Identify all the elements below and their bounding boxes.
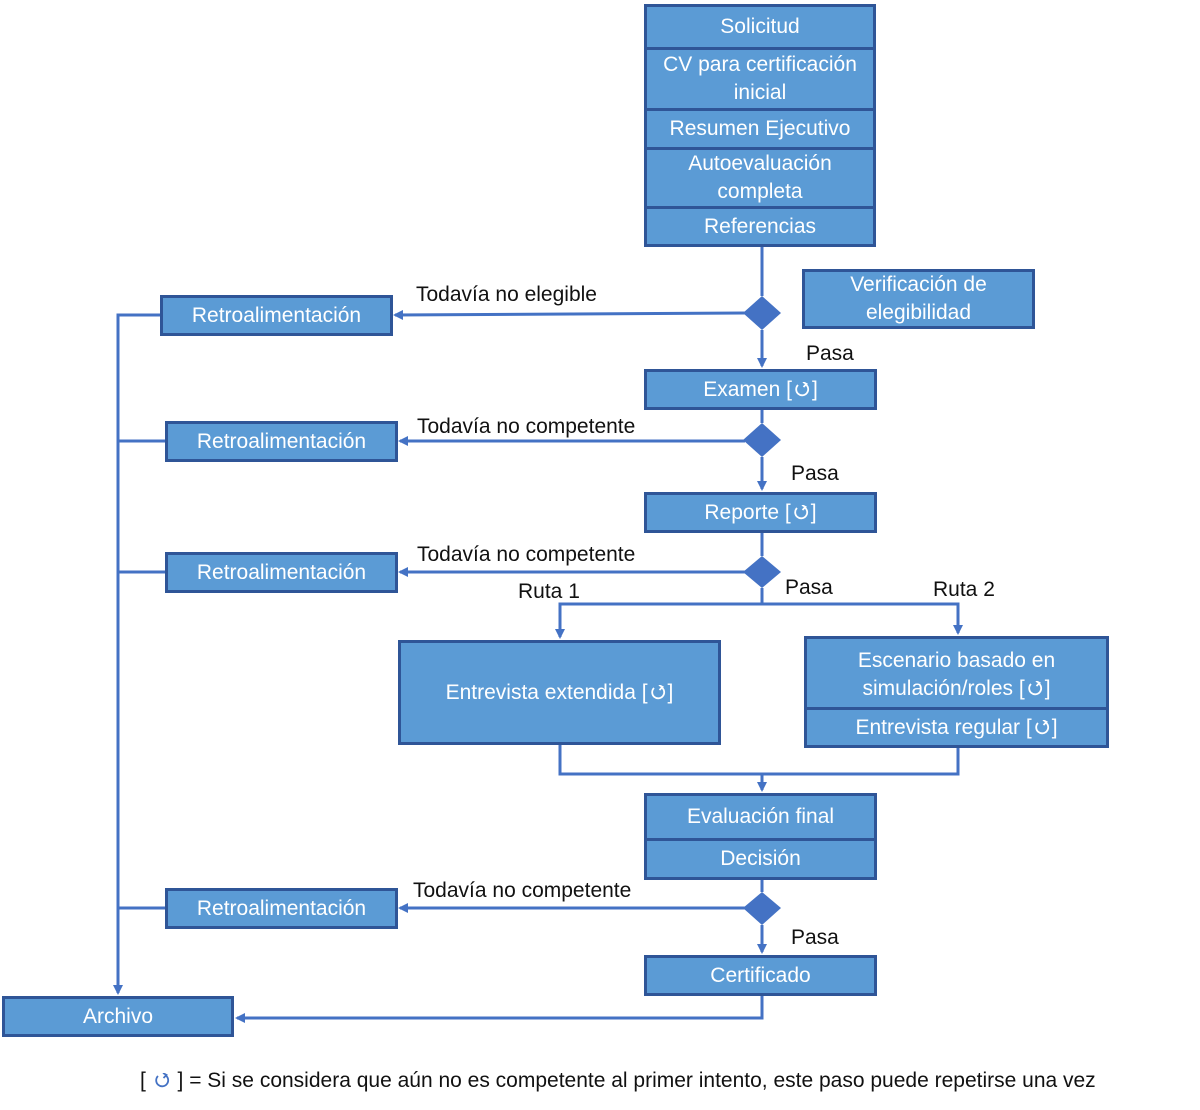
connector-feedback-to-archivo [113,313,162,995]
box-entrevista-regular: Entrevista regular [] [804,707,1109,748]
decision-diamond-final [743,892,781,925]
retry-arrow-icon [650,684,665,699]
connector-ruta-1 [555,602,762,639]
box-cv-certificacion: CV para certificación inicial [644,47,876,111]
box-decision: Decisión [644,838,877,880]
retry-arrow-icon [1028,681,1042,696]
label-todavia-no-competente-2: Todavía no competente [417,543,636,566]
entrevista-extendida-bracket: ] [667,680,674,704]
box-retroalimentacion-1: Retroalimentación [160,295,393,336]
box-evaluacion-final: Evaluación final [644,793,877,841]
box-certificado: Certificado [644,955,877,996]
decision-diamond-reporte [743,556,781,588]
label-pasa-3: Pasa [785,576,833,599]
box-verificacion-elegibilidad: Verificación de elegibilidad [802,269,1035,329]
escenario-label: Escenario basado en simulación/roles [ [857,649,1056,700]
retry-arrow-icon [795,381,810,396]
decision-diamond-eligibility [743,296,781,330]
connector-ruta-2 [762,602,963,635]
entrevista-regular-label: Entrevista regular [ [855,715,1032,739]
retry-arrow-icon [1035,719,1049,734]
decision-diamond-examen [743,423,781,457]
legend: [ ] = Si se considera que aún no es comp… [140,1069,1096,1093]
label-ruta-2: Ruta 2 [933,578,995,601]
connector-certificado-to-archivo [235,995,764,1023]
label-ruta-1: Ruta 1 [518,580,580,603]
entrevista-extendida-label: Entrevista extendida [ [445,680,648,704]
label-pasa-4: Pasa [791,926,839,949]
escenario-bracket: ] [1044,677,1051,700]
box-resumen-ejecutivo: Resumen Ejecutivo [644,108,876,150]
box-entrevista-extendida: Entrevista extendida [ ] [398,640,721,745]
box-solicitud: Solicitud [644,4,876,50]
box-archivo: Archivo [2,996,234,1037]
retry-arrow-icon [794,504,808,519]
box-retroalimentacion-2: Retroalimentación [165,421,398,462]
reporte-label: Reporte [ [704,500,791,524]
label-todavia-no-competente-3: Todavía no competente [413,879,632,902]
examen-bracket: ] [811,377,818,401]
label-pasa-1: Pasa [806,342,854,365]
box-escenario-simulacion: Escenario basado en simulación/roles [] [804,636,1109,710]
box-referencias: Referencias [644,206,876,247]
entrevista-regular-bracket: ] [1051,715,1058,739]
label-todavia-no-competente-1: Todavía no competente [417,415,636,438]
box-retroalimentacion-3: Retroalimentación [165,552,398,593]
examen-label: Examen [ [703,377,792,401]
legend-text: ] = Si se considera que aún no es compet… [177,1069,1096,1092]
box-examen: Examen [ ] [644,369,877,410]
label-todavia-no-elegible: Todavía no elegible [416,283,597,306]
box-autoevaluacion: Autoevaluación completa [644,147,876,209]
connector-no-elegible [393,309,746,320]
legend-open-bracket: [ [140,1069,146,1092]
label-pasa-2: Pasa [791,462,839,485]
retry-arrow-icon [155,1073,169,1088]
box-retroalimentacion-4: Retroalimentación [165,888,398,929]
connector-merge-routes [558,744,960,776]
reporte-bracket: ] [810,500,817,524]
box-reporte: Reporte [ ] [644,492,877,533]
